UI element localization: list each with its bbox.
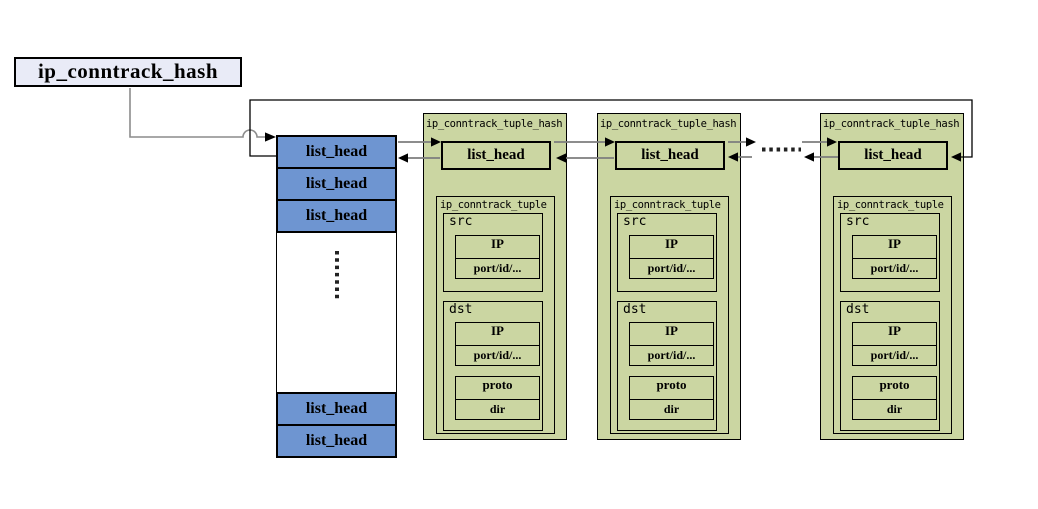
conntrack-tuple-hash-node: ip_conntrack_tuple_hash list_head ip_con… [820, 113, 964, 440]
hash-array-label: ip_conntrack_hash [14, 57, 242, 87]
node-list-head: list_head [615, 141, 725, 170]
proto-field: proto [852, 376, 937, 400]
src-box: src IP port/id/... [840, 213, 940, 292]
bucket-row: list_head [276, 199, 397, 233]
src-label: src [449, 214, 473, 229]
dir-field: dir [629, 399, 714, 420]
dst-box: dst IP port/id/... proto dir [617, 301, 717, 431]
bucket-row: list_head [276, 167, 397, 201]
bucket-ellipsis-gap [276, 233, 397, 392]
src-fields: IP port/id/... [629, 235, 714, 279]
dst-fields: IP port/id/... [629, 322, 714, 366]
tuple-title: ip_conntrack_tuple [440, 199, 547, 211]
dst-proto-fields: proto dir [629, 376, 714, 420]
dst-box: dst IP port/id/... proto dir [443, 301, 543, 431]
tuple-box: ip_conntrack_tuple src IP port/id/... ds… [833, 196, 952, 434]
dst-proto-fields: proto dir [852, 376, 937, 420]
dst-port-field: port/id/... [852, 345, 937, 366]
dst-proto-fields: proto dir [455, 376, 540, 420]
dir-field: dir [852, 399, 937, 420]
conntrack-tuple-hash-node: ip_conntrack_tuple_hash list_head ip_con… [597, 113, 741, 440]
bucket-row: list_head [276, 424, 397, 458]
node-title: ip_conntrack_tuple_hash [823, 118, 960, 130]
node-list-head: list_head [441, 141, 551, 170]
tuple-box: ip_conntrack_tuple src IP port/id/... ds… [436, 196, 555, 434]
node-list-head: list_head [838, 141, 948, 170]
src-label: src [846, 214, 870, 229]
src-port-field: port/id/... [852, 258, 937, 279]
src-ip-field: IP [455, 235, 540, 259]
tuple-title: ip_conntrack_tuple [837, 199, 944, 211]
src-fields: IP port/id/... [852, 235, 937, 279]
dir-field: dir [455, 399, 540, 420]
dst-label: dst [449, 302, 473, 317]
dst-port-field: port/id/... [455, 345, 540, 366]
node-title: ip_conntrack_tuple_hash [600, 118, 737, 130]
src-port-field: port/id/... [629, 258, 714, 279]
dst-ip-field: IP [455, 322, 540, 346]
dst-ip-field: IP [629, 322, 714, 346]
hash-pointer-arrow [129, 88, 276, 142]
bucket-row: list_head [276, 135, 397, 169]
src-port-field: port/id/... [455, 258, 540, 279]
bucket-row: list_head [276, 392, 397, 426]
tuple-title: ip_conntrack_tuple [614, 199, 721, 211]
src-fields: IP port/id/... [455, 235, 540, 279]
dst-label: dst [623, 302, 647, 317]
src-ip-field: IP [852, 235, 937, 259]
dst-label: dst [846, 302, 870, 317]
tuple-box: ip_conntrack_tuple src IP port/id/... ds… [610, 196, 729, 434]
src-ip-field: IP [629, 235, 714, 259]
dst-box: dst IP port/id/... proto dir [840, 301, 940, 431]
conntrack-tuple-hash-node: ip_conntrack_tuple_hash list_head ip_con… [423, 113, 567, 440]
proto-field: proto [455, 376, 540, 400]
node-title: ip_conntrack_tuple_hash [426, 118, 563, 130]
bucket-column: list_head list_head list_head list_head … [276, 135, 397, 458]
dst-fields: IP port/id/... [455, 322, 540, 366]
src-label: src [623, 214, 647, 229]
dst-port-field: port/id/... [629, 345, 714, 366]
dst-ip-field: IP [852, 322, 937, 346]
src-box: src IP port/id/... [443, 213, 543, 292]
src-box: src IP port/id/... [617, 213, 717, 292]
dst-fields: IP port/id/... [852, 322, 937, 366]
proto-field: proto [629, 376, 714, 400]
